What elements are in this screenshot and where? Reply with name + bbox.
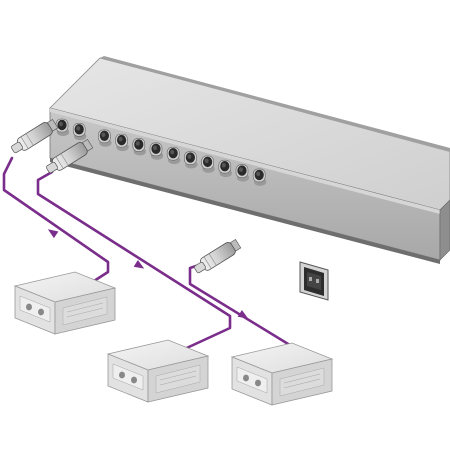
xlr-plug-icon: [11, 118, 59, 154]
rack-unit-chassis: [49, 56, 450, 264]
xlr-plug-icon: [194, 238, 242, 274]
xlr-output-connector-icon: [218, 159, 232, 178]
signal-direction-arrow-icon: [47, 229, 59, 239]
xlr-output-connector-icon: [184, 151, 198, 169]
xlr-plug-layer: [11, 118, 242, 274]
xlr-output-connector-icon: [149, 142, 164, 160]
chassis-rear-panel-lip: [50, 108, 440, 214]
chassis-side: [439, 199, 450, 261]
chassis-bottom: [50, 158, 440, 264]
cable-a: [2, 156, 110, 292]
signal-arrow-layer: [47, 229, 249, 319]
audio-device-icon: [13, 271, 117, 335]
cable-b: [36, 170, 232, 360]
xlr-output-connector-icon: [235, 164, 250, 182]
xlr-output-connector-icon: [98, 129, 112, 147]
iec-power-socket-icon: [299, 261, 329, 301]
xlr-output-connector-icon: [132, 138, 146, 156]
xlr-output-connector-icon: [201, 155, 215, 173]
xlr-connector-row: [55, 118, 267, 186]
xlr-output-connector-icon: [115, 133, 129, 152]
xlr-input-connector-icon: [72, 123, 87, 141]
signal-direction-arrow-icon: [237, 309, 249, 319]
xlr-plug-icon: [46, 138, 94, 174]
audio-device-icon: [230, 342, 334, 406]
xlr-input-connector-icon: [55, 118, 70, 136]
signal-direction-arrow-icon: [133, 259, 145, 269]
device-layer: [13, 271, 334, 406]
audio-device-icon: [106, 339, 210, 403]
chassis-top-edge: [100, 56, 450, 152]
xlr-output-connector-icon: [166, 146, 181, 165]
xlr-output-connector-icon: [252, 168, 267, 186]
